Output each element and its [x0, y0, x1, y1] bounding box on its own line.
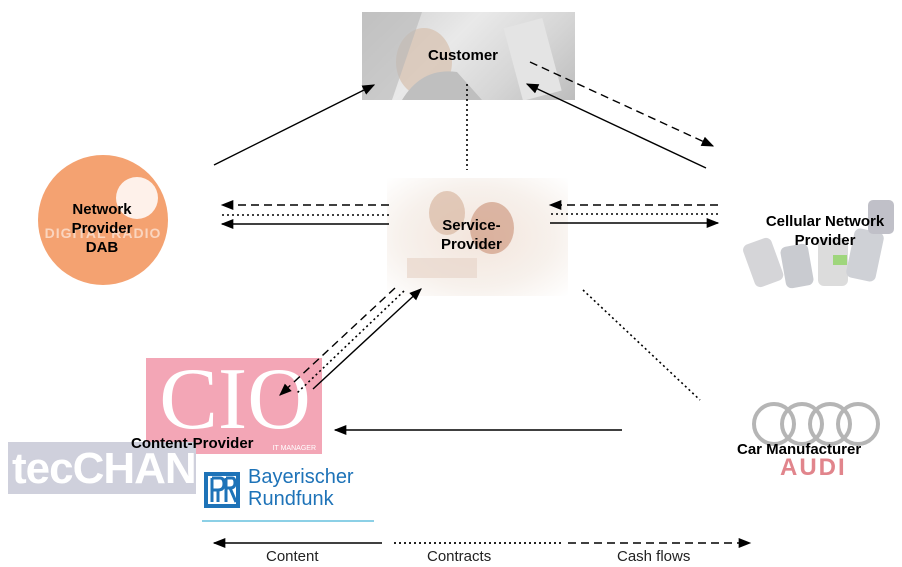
audi-rings-icon — [752, 402, 880, 446]
service-provider-label-line1: Service- — [442, 217, 501, 234]
br-mark-icon — [204, 472, 240, 508]
contract-service-content — [296, 290, 405, 394]
service-provider-photo — [387, 178, 568, 296]
br-logo-line1: Bayerischer — [248, 466, 354, 488]
br-logo-line2: Rundfunk — [248, 488, 334, 510]
cellular-provider-label: Cellular Network Provider — [748, 212, 902, 250]
service-provider-label-line2: Provider — [441, 236, 502, 253]
legend-contracts-label: Contracts — [427, 548, 492, 565]
tecchannel-logo-text: tecCHANNEL — [12, 444, 196, 493]
tecchannel-logo: tecCHANNEL — [8, 442, 196, 494]
content-provider-label: Content-Provider — [131, 435, 254, 452]
br-logo: Bayerischer Rundfunk — [200, 462, 374, 524]
car-manufacturer-label: Car Manufacturer — [737, 441, 862, 458]
service-provider-label: Service- Provider — [441, 216, 502, 254]
arrow-service-to-content-cash — [279, 287, 396, 396]
legend-content-label: Content — [266, 548, 319, 565]
network-provider-label-line1: Network — [72, 201, 132, 218]
cellular-devices-image — [738, 200, 902, 290]
phones-icon — [743, 200, 894, 289]
cellular-provider-label-line1: Cellular Network — [765, 213, 885, 230]
cellular-provider-label-line2: Provider — [794, 232, 856, 249]
cio-logo-subtext: IT MANAGER — [272, 445, 316, 452]
customer-image — [362, 12, 562, 100]
audi-brand-text: AUDI — [780, 454, 847, 481]
network-provider-label-line3: DAB — [85, 239, 119, 256]
service-provider-image — [407, 191, 514, 278]
cio-logo: CIO IT MANAGER — [146, 358, 322, 454]
audi-logo: AUDI — [740, 398, 890, 488]
arrow-customer-to-cellular-cash — [529, 61, 715, 147]
arrow-network-to-customer — [213, 84, 376, 166]
arrow-cellular-to-customer-content — [525, 83, 707, 169]
dab-logo-text: DIGITAL RADIO — [44, 225, 162, 241]
cio-logo-text: CIO — [159, 358, 311, 448]
legend-cashflows-label: Cash flows — [617, 548, 691, 565]
arrow-content-to-service-content — [312, 288, 422, 390]
dab-logo-highlight — [116, 177, 158, 219]
network-provider-label: Network Provider DAB — [64, 200, 140, 257]
contract-service-car — [582, 289, 701, 401]
network-provider-label-line2: Provider — [71, 220, 133, 237]
dab-logo: DIGITAL RADIO — [38, 155, 168, 285]
customer-label: Customer — [428, 47, 499, 64]
customer-photo — [362, 12, 575, 100]
br-logo-underline — [202, 520, 374, 522]
